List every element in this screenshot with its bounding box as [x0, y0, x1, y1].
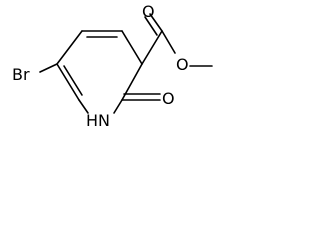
bond-layer [39, 13, 213, 114]
bond-c5-c6-inner [63, 65, 83, 96]
label-layer: Br N H O O O [12, 2, 189, 130]
bond-c5-br [39, 63, 58, 73]
ester-ether-oxygen-label: O [176, 55, 189, 74]
bond-cester-o-carbonyl-inner [144, 16, 158, 36]
ester-carbonyl-oxygen-label: O [142, 2, 155, 21]
bromine-label: Br [12, 65, 30, 84]
structure-diagram: Br N H O O O [12, 2, 213, 130]
ring-nh-hydrogen-label: H [86, 111, 98, 130]
bond-cester-o-ether [161, 30, 176, 54]
bond-c2-n1 [113, 99, 123, 114]
bond-c3-cester [141, 30, 163, 65]
molecule-canvas: Br N H O O O [0, 0, 226, 148]
bond-c4-c5 [56, 30, 83, 65]
ring-nitrogen-label: N [98, 111, 110, 130]
bond-c3-c2 [121, 30, 143, 65]
ring-carbonyl-oxygen-label: O [162, 89, 175, 108]
bond-c6-n1 [78, 99, 89, 114]
bond-cester-o-carbonyl [149, 13, 163, 32]
bond-c5-c6 [56, 63, 80, 101]
